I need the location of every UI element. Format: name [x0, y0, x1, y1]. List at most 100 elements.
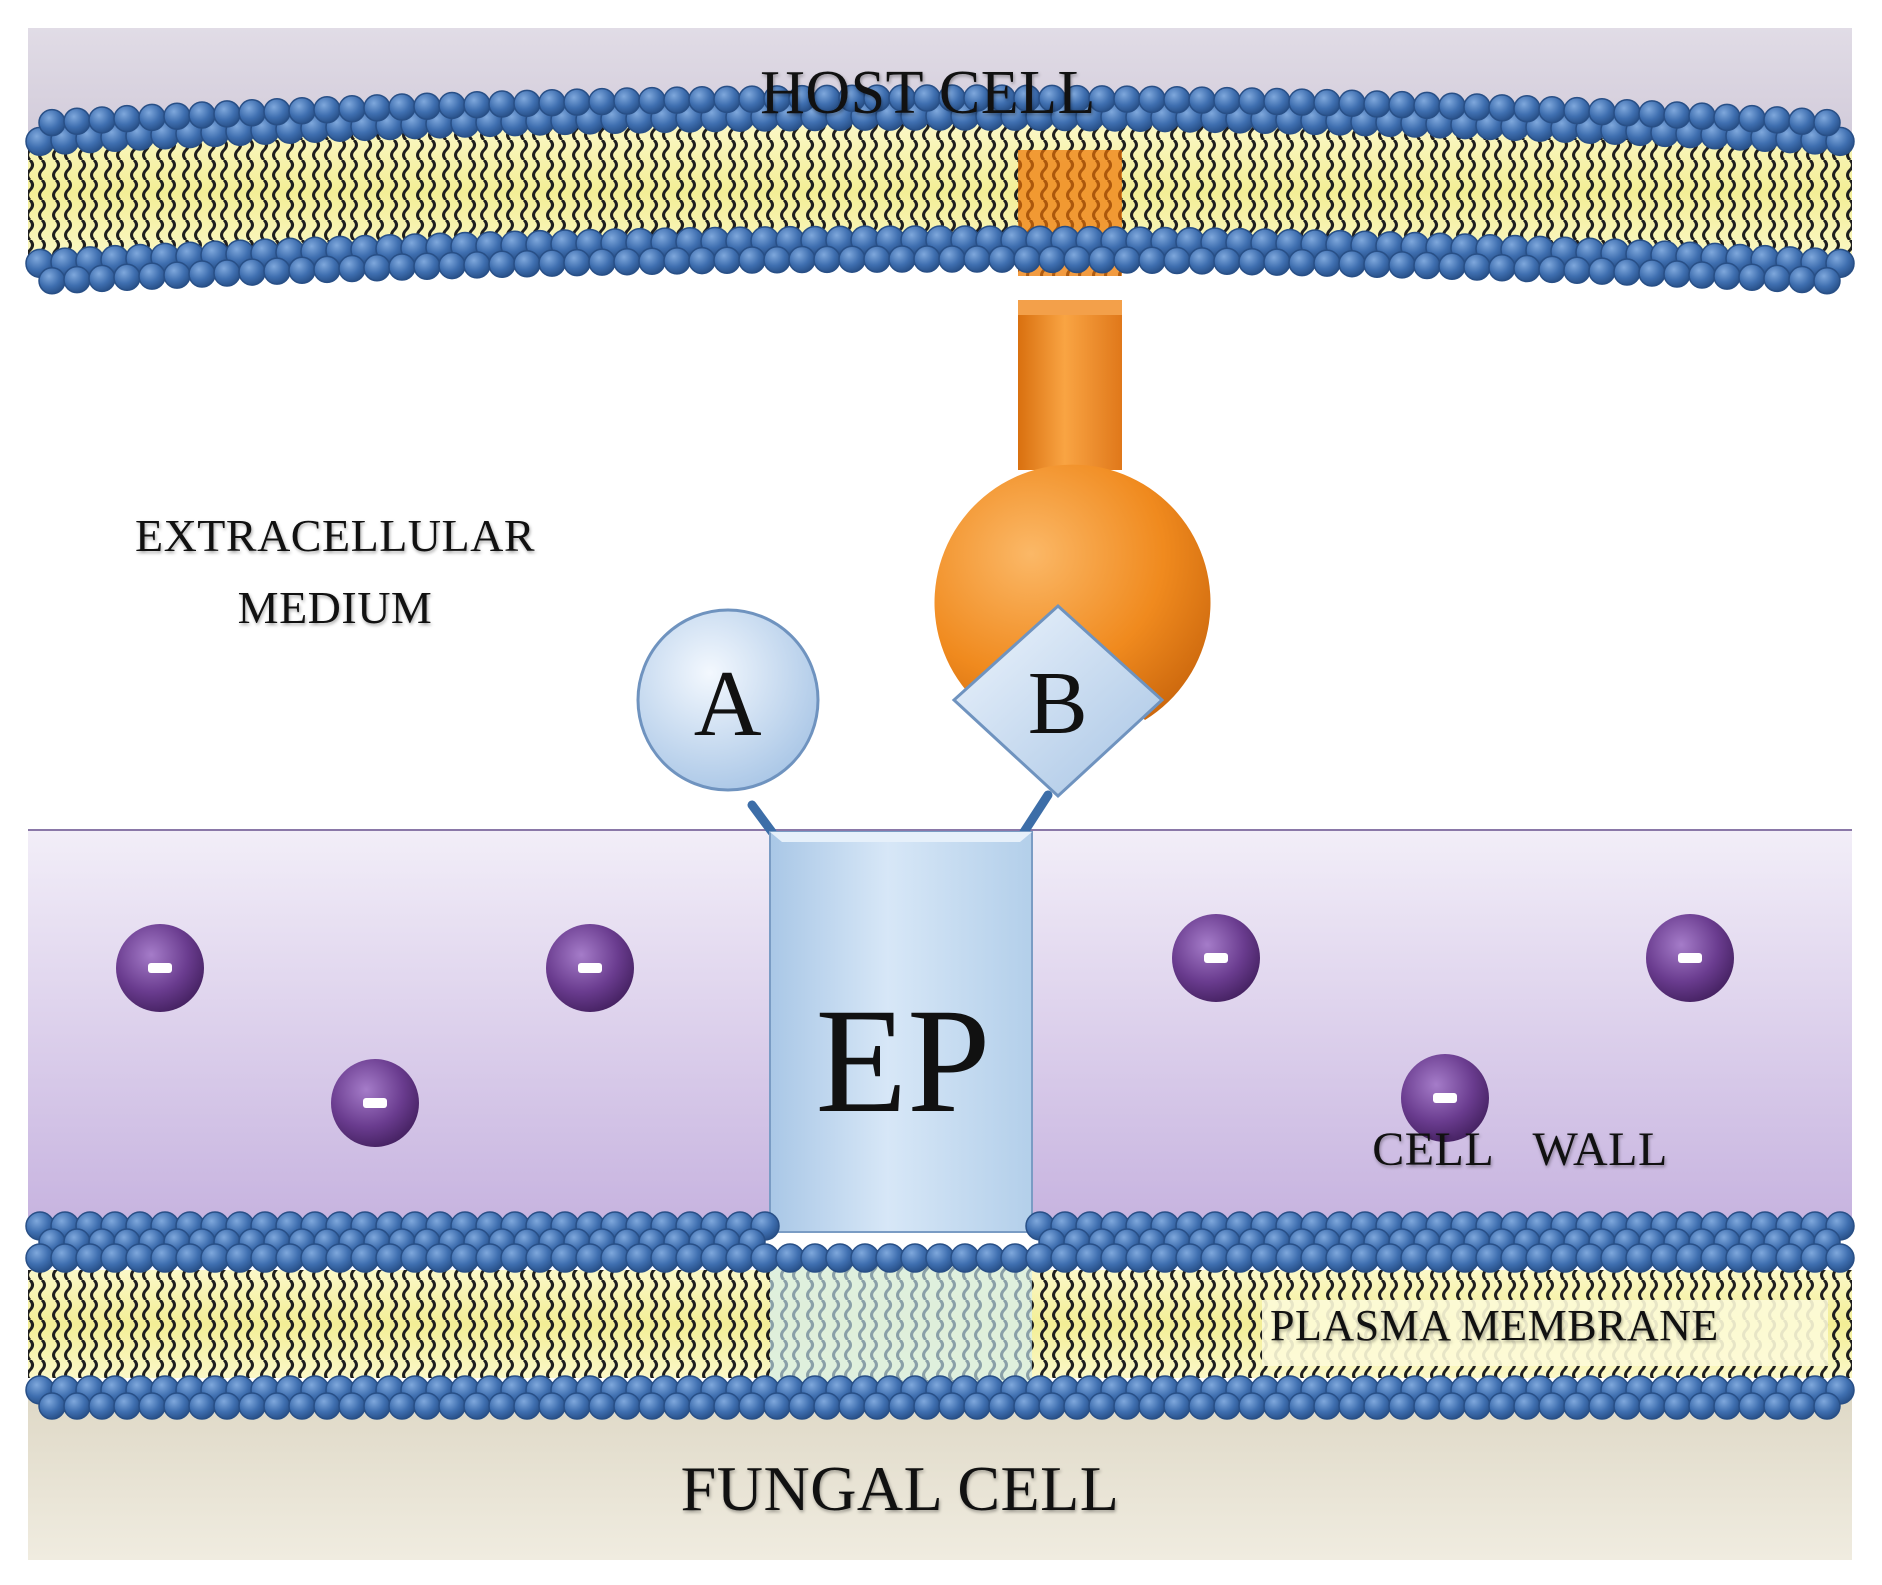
- lipid-head-icon: [388, 1392, 416, 1420]
- lipid-head-icon: [1388, 90, 1416, 119]
- lipid-head-icon: [938, 245, 966, 273]
- lipid-head-icon: [1450, 1243, 1480, 1273]
- lipid-head-icon: [25, 1243, 55, 1273]
- lipid-head-icon: [225, 1243, 255, 1273]
- lipid-head-icon: [1300, 1243, 1330, 1273]
- negative-charges: [116, 914, 1734, 1147]
- lipid-head-icon: [675, 1243, 705, 1273]
- lipid-head-icon: [538, 249, 566, 277]
- lipid-head-icon: [100, 1243, 130, 1273]
- lipid-head-icon: [1275, 1243, 1305, 1273]
- lipid-head-icon: [700, 1243, 730, 1273]
- ep-linker-b: [1019, 790, 1053, 837]
- lipid-head-icon: [1625, 1243, 1655, 1273]
- lipid-head-icon: [1313, 249, 1341, 277]
- fungal-cell-label: FUNGAL CELL: [680, 1453, 1120, 1524]
- lipid-head-icon: [900, 1243, 930, 1273]
- lipid-head-icon: [413, 252, 441, 281]
- lipid-head-icon: [388, 93, 416, 121]
- lipid-head-icon: [350, 1243, 380, 1273]
- lipid-head-icon: [513, 89, 541, 118]
- lipid-head-icon: [1350, 1243, 1380, 1273]
- lipid-head-icon: [163, 261, 191, 289]
- lipid-head-icon: [1375, 1243, 1405, 1273]
- lipid-head-icon: [1413, 251, 1441, 280]
- lipid-head-icon: [163, 1392, 191, 1420]
- lipid-head-icon: [813, 245, 841, 274]
- lipid-head-icon: [613, 1392, 641, 1420]
- lipid-head-icon: [1413, 1392, 1441, 1420]
- minus-sign: [1204, 953, 1228, 963]
- lipid-head-icon: [525, 1243, 555, 1273]
- lipid-head-icon: [1138, 1392, 1166, 1420]
- lipid-head-icon: [825, 1243, 855, 1273]
- lipid-head-icon: [313, 1392, 341, 1420]
- lipid-head-icon: [425, 1243, 455, 1273]
- lipid-head-icon: [1225, 1243, 1255, 1273]
- lipid-head-icon: [300, 1243, 330, 1273]
- lipid-head-icon: [363, 254, 391, 282]
- lipid-head-icon: [313, 95, 341, 124]
- effector-protein-label: EP: [815, 978, 991, 1144]
- ep-linker-a: [747, 800, 777, 837]
- lipid-head-icon: [38, 1392, 66, 1420]
- lipid-head-icon: [763, 1392, 791, 1420]
- lipid-head-icon: [88, 264, 116, 293]
- lipid-head-icon: [1663, 1392, 1691, 1420]
- lipid-head-icon: [1688, 102, 1716, 130]
- lipid-head-icon: [50, 1243, 80, 1273]
- minus-circle-icon: [331, 1059, 419, 1147]
- lipid-head-icon: [88, 106, 116, 134]
- lipid-head-icon: [1538, 95, 1566, 124]
- lipid-head-icon: [1463, 253, 1491, 281]
- lipid-head-icon: [1163, 1392, 1191, 1420]
- lipid-head-icon: [1338, 89, 1366, 118]
- lipid-head-icon: [1588, 97, 1616, 126]
- minus-circle-icon: [1172, 914, 1260, 1002]
- lipid-head-icon: [463, 90, 491, 119]
- lipid-head-icon: [650, 1243, 680, 1273]
- lipid-head-icon: [63, 1392, 91, 1420]
- lipid-head-icon: [1775, 1243, 1805, 1273]
- plasma-membrane: [25, 1211, 1855, 1420]
- lipid-head-icon: [488, 90, 516, 118]
- lipid-head-icon: [1188, 247, 1216, 275]
- lipid-head-icon: [1588, 257, 1616, 285]
- lipid-head-icon: [988, 1392, 1016, 1420]
- lipid-head-icon: [1813, 108, 1841, 137]
- domain-a-label: A: [693, 652, 763, 756]
- lipid-head-icon: [1688, 261, 1716, 289]
- lipid-head-icon: [1513, 95, 1541, 123]
- lipid-head-icon: [888, 1392, 916, 1420]
- lipid-head-icon: [1163, 246, 1191, 275]
- cell-wall-label: CELL WALL: [1372, 1123, 1668, 1176]
- lipid-head-icon: [550, 1243, 580, 1273]
- lipid-head-icon: [775, 1243, 805, 1273]
- lipid-head-icon: [888, 245, 916, 273]
- lipid-head-icon: [1788, 107, 1816, 135]
- lipid-head-icon: [238, 99, 266, 127]
- lipid-head-icon: [1138, 85, 1166, 114]
- lipid-head-icon: [488, 1392, 516, 1420]
- lipid-head-icon: [1725, 1243, 1755, 1273]
- lipid-head-icon: [638, 247, 666, 276]
- lipid-head-icon: [863, 1392, 891, 1420]
- lipid-head-icon: [1638, 100, 1666, 128]
- lipid-head-icon: [288, 96, 316, 125]
- lipid-head-icon: [538, 88, 566, 117]
- lipid-head-icon: [363, 1392, 391, 1420]
- lipid-head-icon: [1238, 1392, 1266, 1420]
- lipid-head-icon: [1600, 1243, 1630, 1273]
- lipid-head-icon: [275, 1243, 305, 1273]
- lipid-head-icon: [1038, 1392, 1066, 1420]
- lipid-head-icon: [363, 94, 391, 122]
- lipid-head-icon: [538, 1392, 566, 1420]
- lipid-head-icon: [613, 87, 641, 115]
- lipid-head-icon: [188, 1392, 216, 1420]
- lipid-head-icon: [738, 246, 766, 274]
- lipid-head-icon: [1325, 1243, 1355, 1273]
- lipid-head-icon: [750, 1243, 780, 1273]
- lipid-head-icon: [1663, 101, 1691, 129]
- lipid-head-icon: [1125, 1243, 1155, 1273]
- lipid-head-icon: [138, 262, 166, 290]
